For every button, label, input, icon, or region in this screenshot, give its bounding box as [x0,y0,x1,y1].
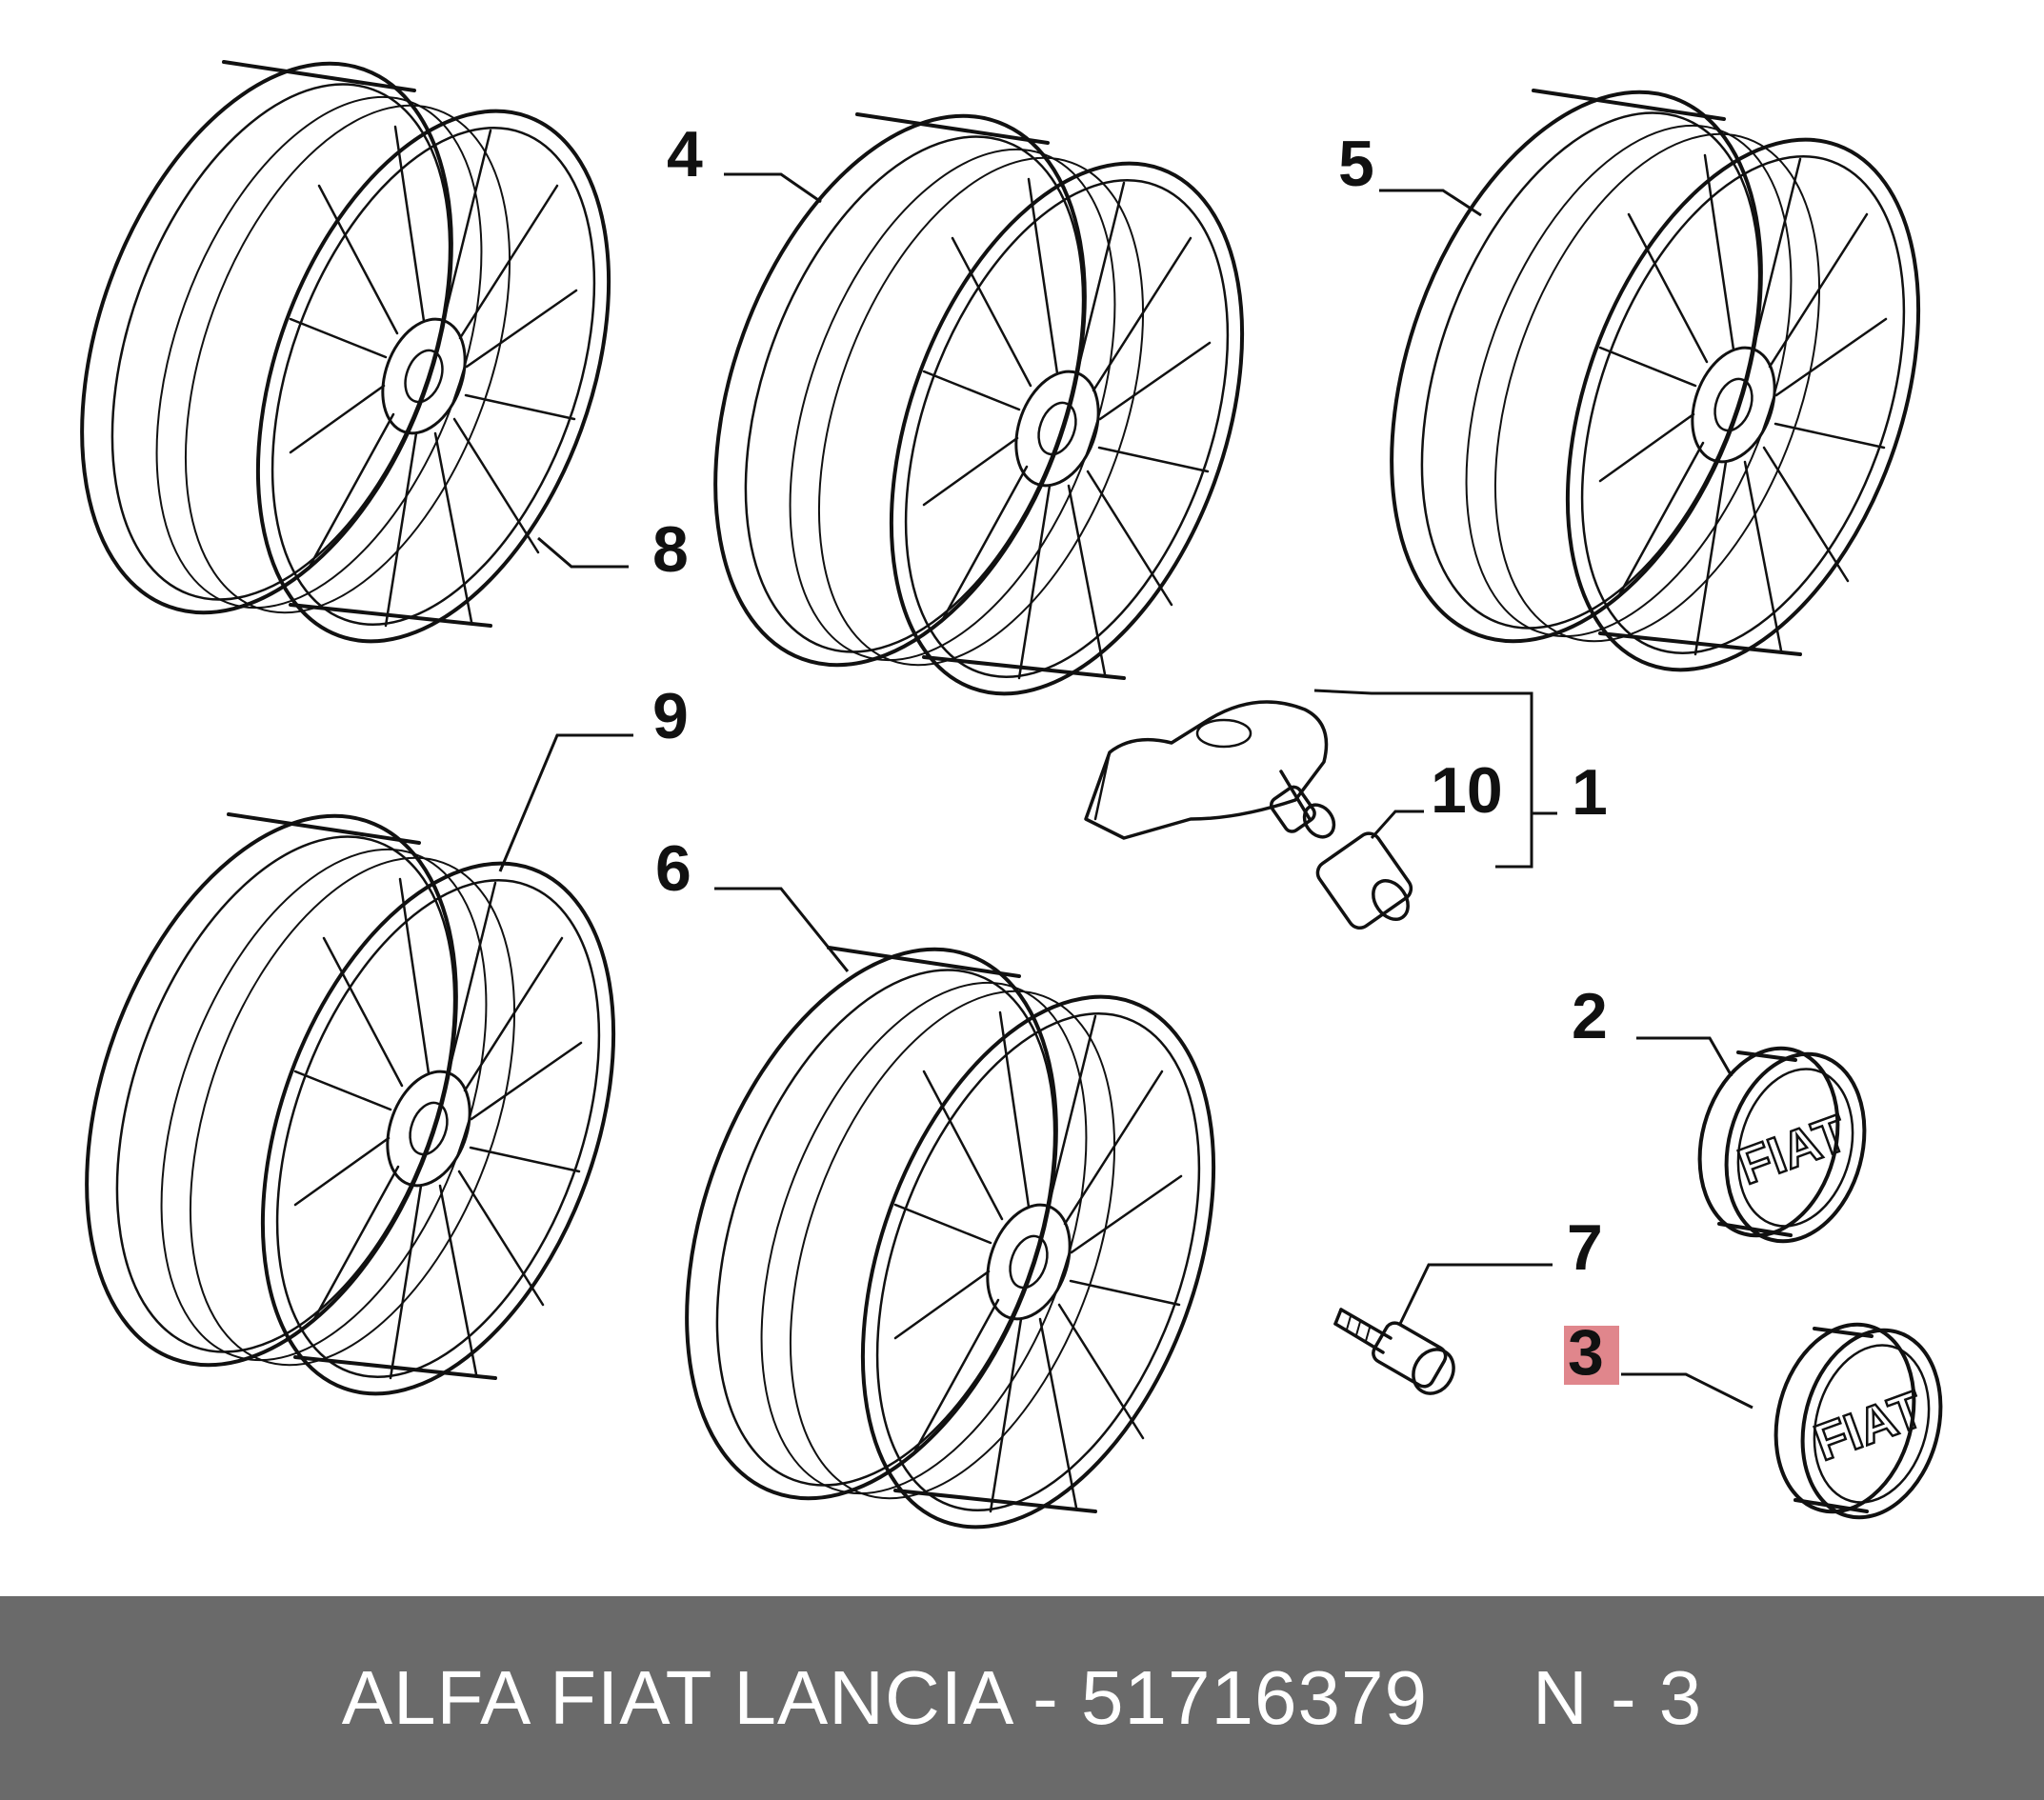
footer-bar: ALFA FIAT LANCIA - 51716379 N - 3 [0,1596,2044,1800]
callout-1: 1 [1572,756,1608,829]
cap-2-emblem: FIAT [1732,1104,1855,1195]
callout-8: 8 [652,513,689,586]
exploded-view-drawing: FIAT FIAT 4 5 8 9 6 10 1 2 7 3 [10,10,1988,1577]
wheel-8 [10,10,678,691]
tpms-sensor [1084,700,1413,930]
callout-4: 4 [667,118,703,190]
parts-diagram: FIAT FIAT 4 5 8 9 6 10 1 2 7 3 [10,10,1988,1577]
callout-6: 6 [655,832,691,905]
callout-2: 2 [1572,980,1608,1052]
wheel-4 [643,63,1312,744]
callout-3-highlight [1564,1326,1619,1385]
callout-9: 9 [652,680,689,752]
wheel-9 [14,763,683,1444]
callout-7: 7 [1567,1211,1603,1284]
callout-3: 3 [1568,1316,1604,1389]
center-cap-3: FIAT [1753,1307,1963,1535]
wheel-6 [614,896,1283,1577]
center-cap-2: FIAT [1677,1030,1887,1259]
callout-10: 10 [1431,754,1503,827]
callouts: 4 5 8 9 6 10 1 2 7 3 [652,118,1619,1389]
wheel-bolt [1333,1308,1455,1395]
footer-part-label: ALFA FIAT LANCIA - 51716379 [341,1655,1428,1740]
cap-3-emblem: FIAT [1808,1380,1932,1471]
callout-5: 5 [1338,128,1374,200]
leader-lines [498,172,1753,1410]
wheel-5 [1319,39,1988,720]
footer-diagram-code: N - 3 [1532,1655,1703,1740]
